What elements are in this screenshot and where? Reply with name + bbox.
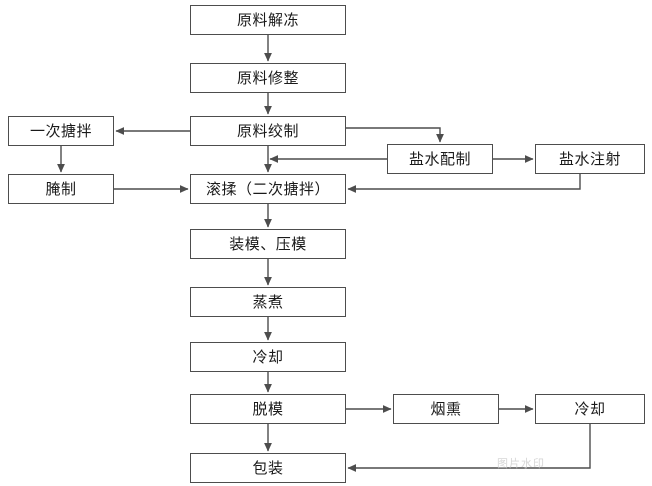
- node-baozhuang[interactable]: 包装: [190, 453, 346, 483]
- node-label: 盐水注射: [558, 149, 621, 168]
- node-label: 腌制: [45, 179, 77, 198]
- node-label: 盐水配制: [408, 149, 471, 168]
- node-label: 冷却: [574, 399, 606, 418]
- node-label: 原料绞制: [236, 121, 299, 140]
- node-yanshui-zhushe[interactable]: 盐水注射: [535, 144, 645, 174]
- edge-n7-n8: [347, 174, 581, 193]
- node-label: 滚揉（二次搪拌）: [205, 179, 330, 198]
- node-yanshui-peizhi[interactable]: 盐水配制: [387, 144, 493, 174]
- node-zhengzhu[interactable]: 蒸煮: [190, 287, 346, 317]
- node-label: 烟熏: [430, 399, 462, 418]
- watermark-text: 图片水印: [497, 457, 545, 470]
- node-label: 原料修整: [236, 68, 299, 87]
- node-yici-jiaoban[interactable]: 一次搪拌: [8, 116, 114, 146]
- edge-n3-n6: [346, 127, 444, 143]
- node-lengque-1[interactable]: 冷却: [190, 342, 346, 372]
- node-yanzhi[interactable]: 腌制: [8, 174, 114, 204]
- node-label: 脱模: [252, 399, 284, 418]
- node-label: 包装: [252, 458, 284, 477]
- node-label: 蒸煮: [252, 292, 284, 311]
- node-yuanliao-xiuzheng[interactable]: 原料修整: [190, 63, 346, 93]
- node-gunrou-erci-jiaoban[interactable]: 滚揉（二次搪拌）: [190, 174, 346, 204]
- node-yuanliao-jiedong[interactable]: 原料解冻: [190, 5, 346, 35]
- node-label: 一次搪拌: [29, 121, 92, 140]
- node-label: 冷却: [252, 347, 284, 366]
- node-yanxun[interactable]: 烟熏: [393, 394, 499, 424]
- node-lengque-2[interactable]: 冷却: [535, 394, 645, 424]
- node-tuomo[interactable]: 脱模: [190, 394, 346, 424]
- node-zhuangmo-yamo[interactable]: 装模、压模: [190, 229, 346, 259]
- node-label: 装模、压模: [229, 234, 307, 253]
- node-yuanliao-jiaozhi[interactable]: 原料绞制: [190, 116, 346, 146]
- node-label: 原料解冻: [236, 10, 299, 29]
